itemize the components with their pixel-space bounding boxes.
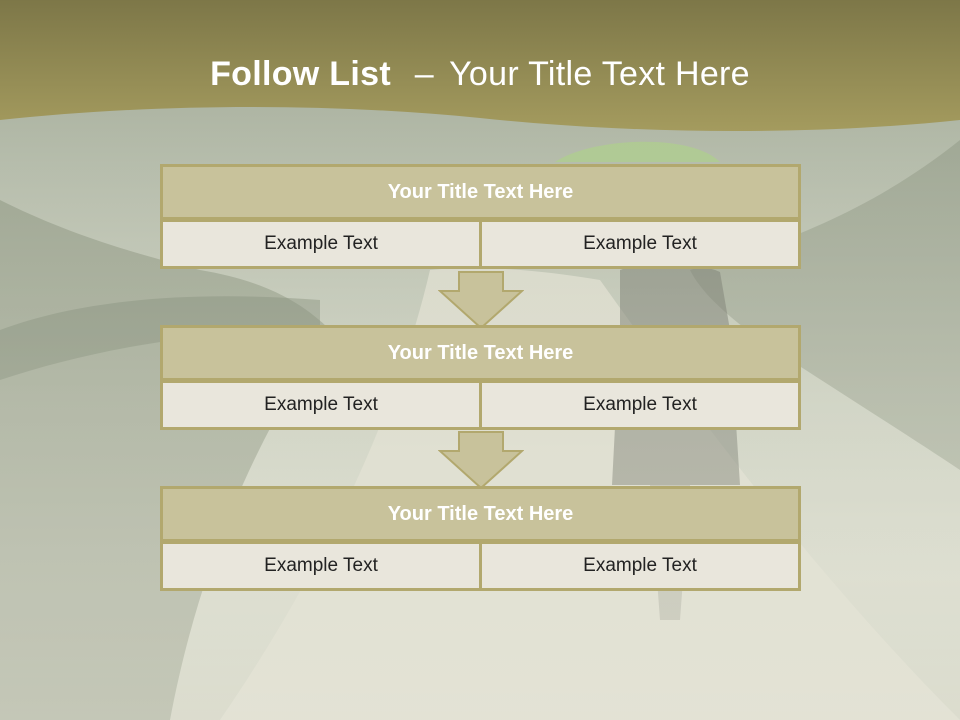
list-block-2: Your Title Text Here Example Text Exampl… xyxy=(160,325,801,430)
title-dash: – xyxy=(414,55,434,93)
block-title: Your Title Text Here xyxy=(160,486,801,542)
block-cell-right: Example Text xyxy=(479,219,801,269)
block-cell-right: Example Text xyxy=(479,380,801,430)
title-bold: Follow List xyxy=(210,55,391,93)
block-title: Your Title Text Here xyxy=(160,325,801,381)
block-row: Example Text Example Text xyxy=(160,219,801,269)
block-cell-left: Example Text xyxy=(160,219,482,269)
arrow-down-icon xyxy=(438,431,524,489)
arrow-down-icon xyxy=(438,271,524,329)
list-block-1: Your Title Text Here Example Text Exampl… xyxy=(160,164,801,269)
block-row: Example Text Example Text xyxy=(160,541,801,591)
header-banner xyxy=(0,0,960,132)
block-cell-left: Example Text xyxy=(160,380,482,430)
block-cell-left: Example Text xyxy=(160,541,482,591)
block-title: Your Title Text Here xyxy=(160,164,801,220)
block-cell-right: Example Text xyxy=(479,541,801,591)
slide-title: Follow List – Your Title Text Here xyxy=(0,55,960,94)
title-rest: Your Title Text Here xyxy=(449,55,750,93)
list-block-3: Your Title Text Here Example Text Exampl… xyxy=(160,486,801,591)
block-row: Example Text Example Text xyxy=(160,380,801,430)
